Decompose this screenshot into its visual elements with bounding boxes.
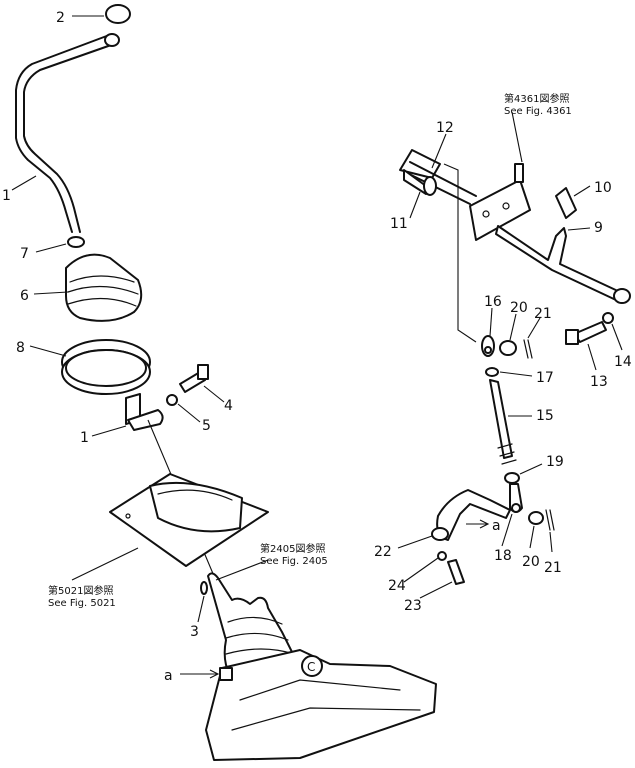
- bolt-right-part: [565, 321, 607, 345]
- rod-end-upper-part: [481, 335, 495, 357]
- callout-14: 14: [614, 354, 632, 370]
- callout-8: 8: [16, 340, 25, 356]
- cotter-pin-lower-part: [545, 509, 555, 531]
- ref-fig-4361-en: See Fig. 4361: [504, 106, 572, 117]
- cover-plate-part: [109, 473, 269, 567]
- callout-4: 4: [224, 398, 233, 414]
- callout-16: 16: [484, 294, 502, 310]
- bolt-lower-part: [447, 559, 465, 585]
- washer-lower-part: [437, 551, 447, 561]
- washer-part: [166, 394, 178, 406]
- ring-part: [67, 236, 85, 248]
- knob-part: [105, 4, 131, 24]
- band-part: [61, 339, 151, 395]
- washer-right-part: [602, 312, 614, 324]
- ref-fig-4361-jp: 第4361図参照: [504, 92, 569, 105]
- lever-part: [495, 225, 631, 304]
- arm-part: [431, 489, 511, 541]
- figure-references: 第4361図参照 See Fig. 4361 第2405図参照 See Fig.…: [48, 92, 572, 609]
- grip-part: [555, 187, 577, 219]
- control-housing-part: [205, 649, 437, 761]
- marker-a-right: a: [492, 518, 501, 534]
- callout-23: 23: [404, 598, 422, 614]
- rod-part: [489, 379, 517, 465]
- marker-a-left: a: [164, 668, 173, 684]
- callout-2: 2: [56, 10, 65, 26]
- bracket-part: [399, 149, 531, 241]
- nut-upper-part: [499, 340, 517, 356]
- ref-fig-2405-jp: 第2405図参照: [260, 542, 325, 555]
- callout-17: 17: [536, 370, 554, 386]
- callout-1-upper: 1: [2, 188, 11, 204]
- marker-c: C: [307, 660, 315, 674]
- callout-3: 3: [190, 624, 199, 640]
- callout-7: 7: [20, 246, 29, 262]
- callout-15: 15: [536, 408, 554, 424]
- callout-20-lower: 20: [522, 554, 540, 570]
- boot-part: [65, 253, 143, 322]
- arrow-a-right-icon: [466, 519, 490, 529]
- callout-6: 6: [20, 288, 29, 304]
- ref-fig-5021-jp: 第5021図参照: [48, 584, 113, 597]
- leader-lines: [11, 15, 623, 623]
- rod-nut-upper-part: [485, 367, 499, 377]
- arrow-a-left-icon: [180, 669, 220, 679]
- lower-lever-part: [125, 393, 164, 431]
- callout-5: 5: [202, 418, 211, 434]
- cotter-pin-upper-part: [523, 339, 533, 359]
- callout-9: 9: [594, 220, 603, 236]
- ref-fig-2405-en: See Fig. 2405: [260, 556, 328, 567]
- bolt-part: [179, 364, 209, 393]
- callout-22: 22: [374, 544, 392, 560]
- rod-end-lower-part: [509, 483, 523, 513]
- callout-20-upper: 20: [510, 300, 528, 316]
- callout-13: 13: [590, 374, 608, 390]
- callout-19: 19: [546, 454, 564, 470]
- rod-nut-lower-part: [504, 472, 520, 484]
- callout-10: 10: [594, 180, 612, 196]
- small-spring-part: [200, 581, 208, 595]
- nut-lower-part: [528, 511, 544, 525]
- callout-24: 24: [388, 578, 406, 594]
- callout-21-lower: 21: [544, 560, 562, 576]
- callout-11: 11: [390, 216, 408, 232]
- callout-21-upper: 21: [534, 306, 552, 322]
- callout-1-lower: 1: [80, 430, 89, 446]
- callout-18: 18: [494, 548, 512, 564]
- callout-12: 12: [436, 120, 454, 136]
- upper-lever-part: [15, 33, 120, 233]
- ref-fig-5021-en: See Fig. 5021: [48, 598, 116, 609]
- pin-part: [403, 169, 437, 196]
- callout-numbers: 2 1 7 6 8 4 5 1 3 12 11 10 9 16 20 21 13…: [2, 10, 632, 684]
